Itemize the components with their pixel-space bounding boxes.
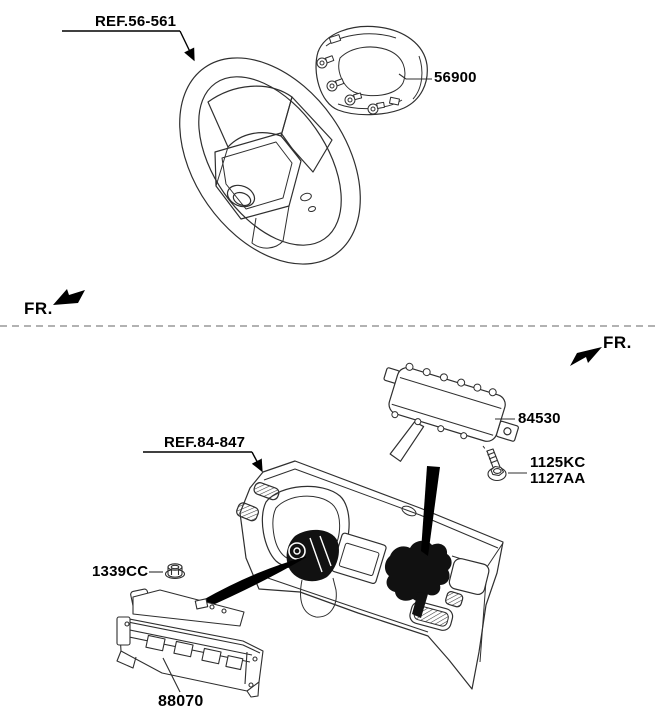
fr-arrow-top-icon [53, 289, 85, 305]
part-label-88070: 88070 [158, 693, 204, 710]
dashboard-drawing [236, 460, 504, 690]
ref-84-847-leader [143, 451, 263, 473]
part-label-1125kc: 1125KC [530, 454, 586, 471]
nut-icon [164, 563, 186, 580]
part-label-1127aa: 1127AA [530, 470, 586, 487]
install-arrow-down [421, 466, 440, 556]
part-label-84530: 84530 [518, 410, 561, 427]
fr-label-bottom: FR. [603, 333, 632, 352]
screw-icon [486, 448, 507, 482]
fr-label-top: FR. [24, 299, 53, 318]
ref-56-561-leader [62, 30, 195, 62]
part-label-56900: 56900 [434, 69, 477, 86]
ref-label-bottom: REF.84-847 [164, 434, 246, 451]
screw-label-group: 1125KC 1127AA [530, 455, 585, 487]
part-88070-leader [162, 657, 181, 693]
steering-wheel-drawing [179, 57, 361, 265]
driver-airbag-module-drawing [315, 25, 428, 116]
part-56900-leader [398, 73, 432, 80]
fr-arrow-bottom-icon [570, 347, 602, 366]
install-arrow-swoosh [201, 556, 307, 608]
bracket-drawing [116, 588, 264, 698]
airbag-location-blob [384, 540, 452, 618]
passenger-airbag-drawing [383, 362, 519, 462]
ref-label-top: REF.56-561 [95, 13, 177, 30]
part-label-1339cc: 1339CC [92, 563, 149, 580]
column-dark-area [286, 529, 339, 582]
